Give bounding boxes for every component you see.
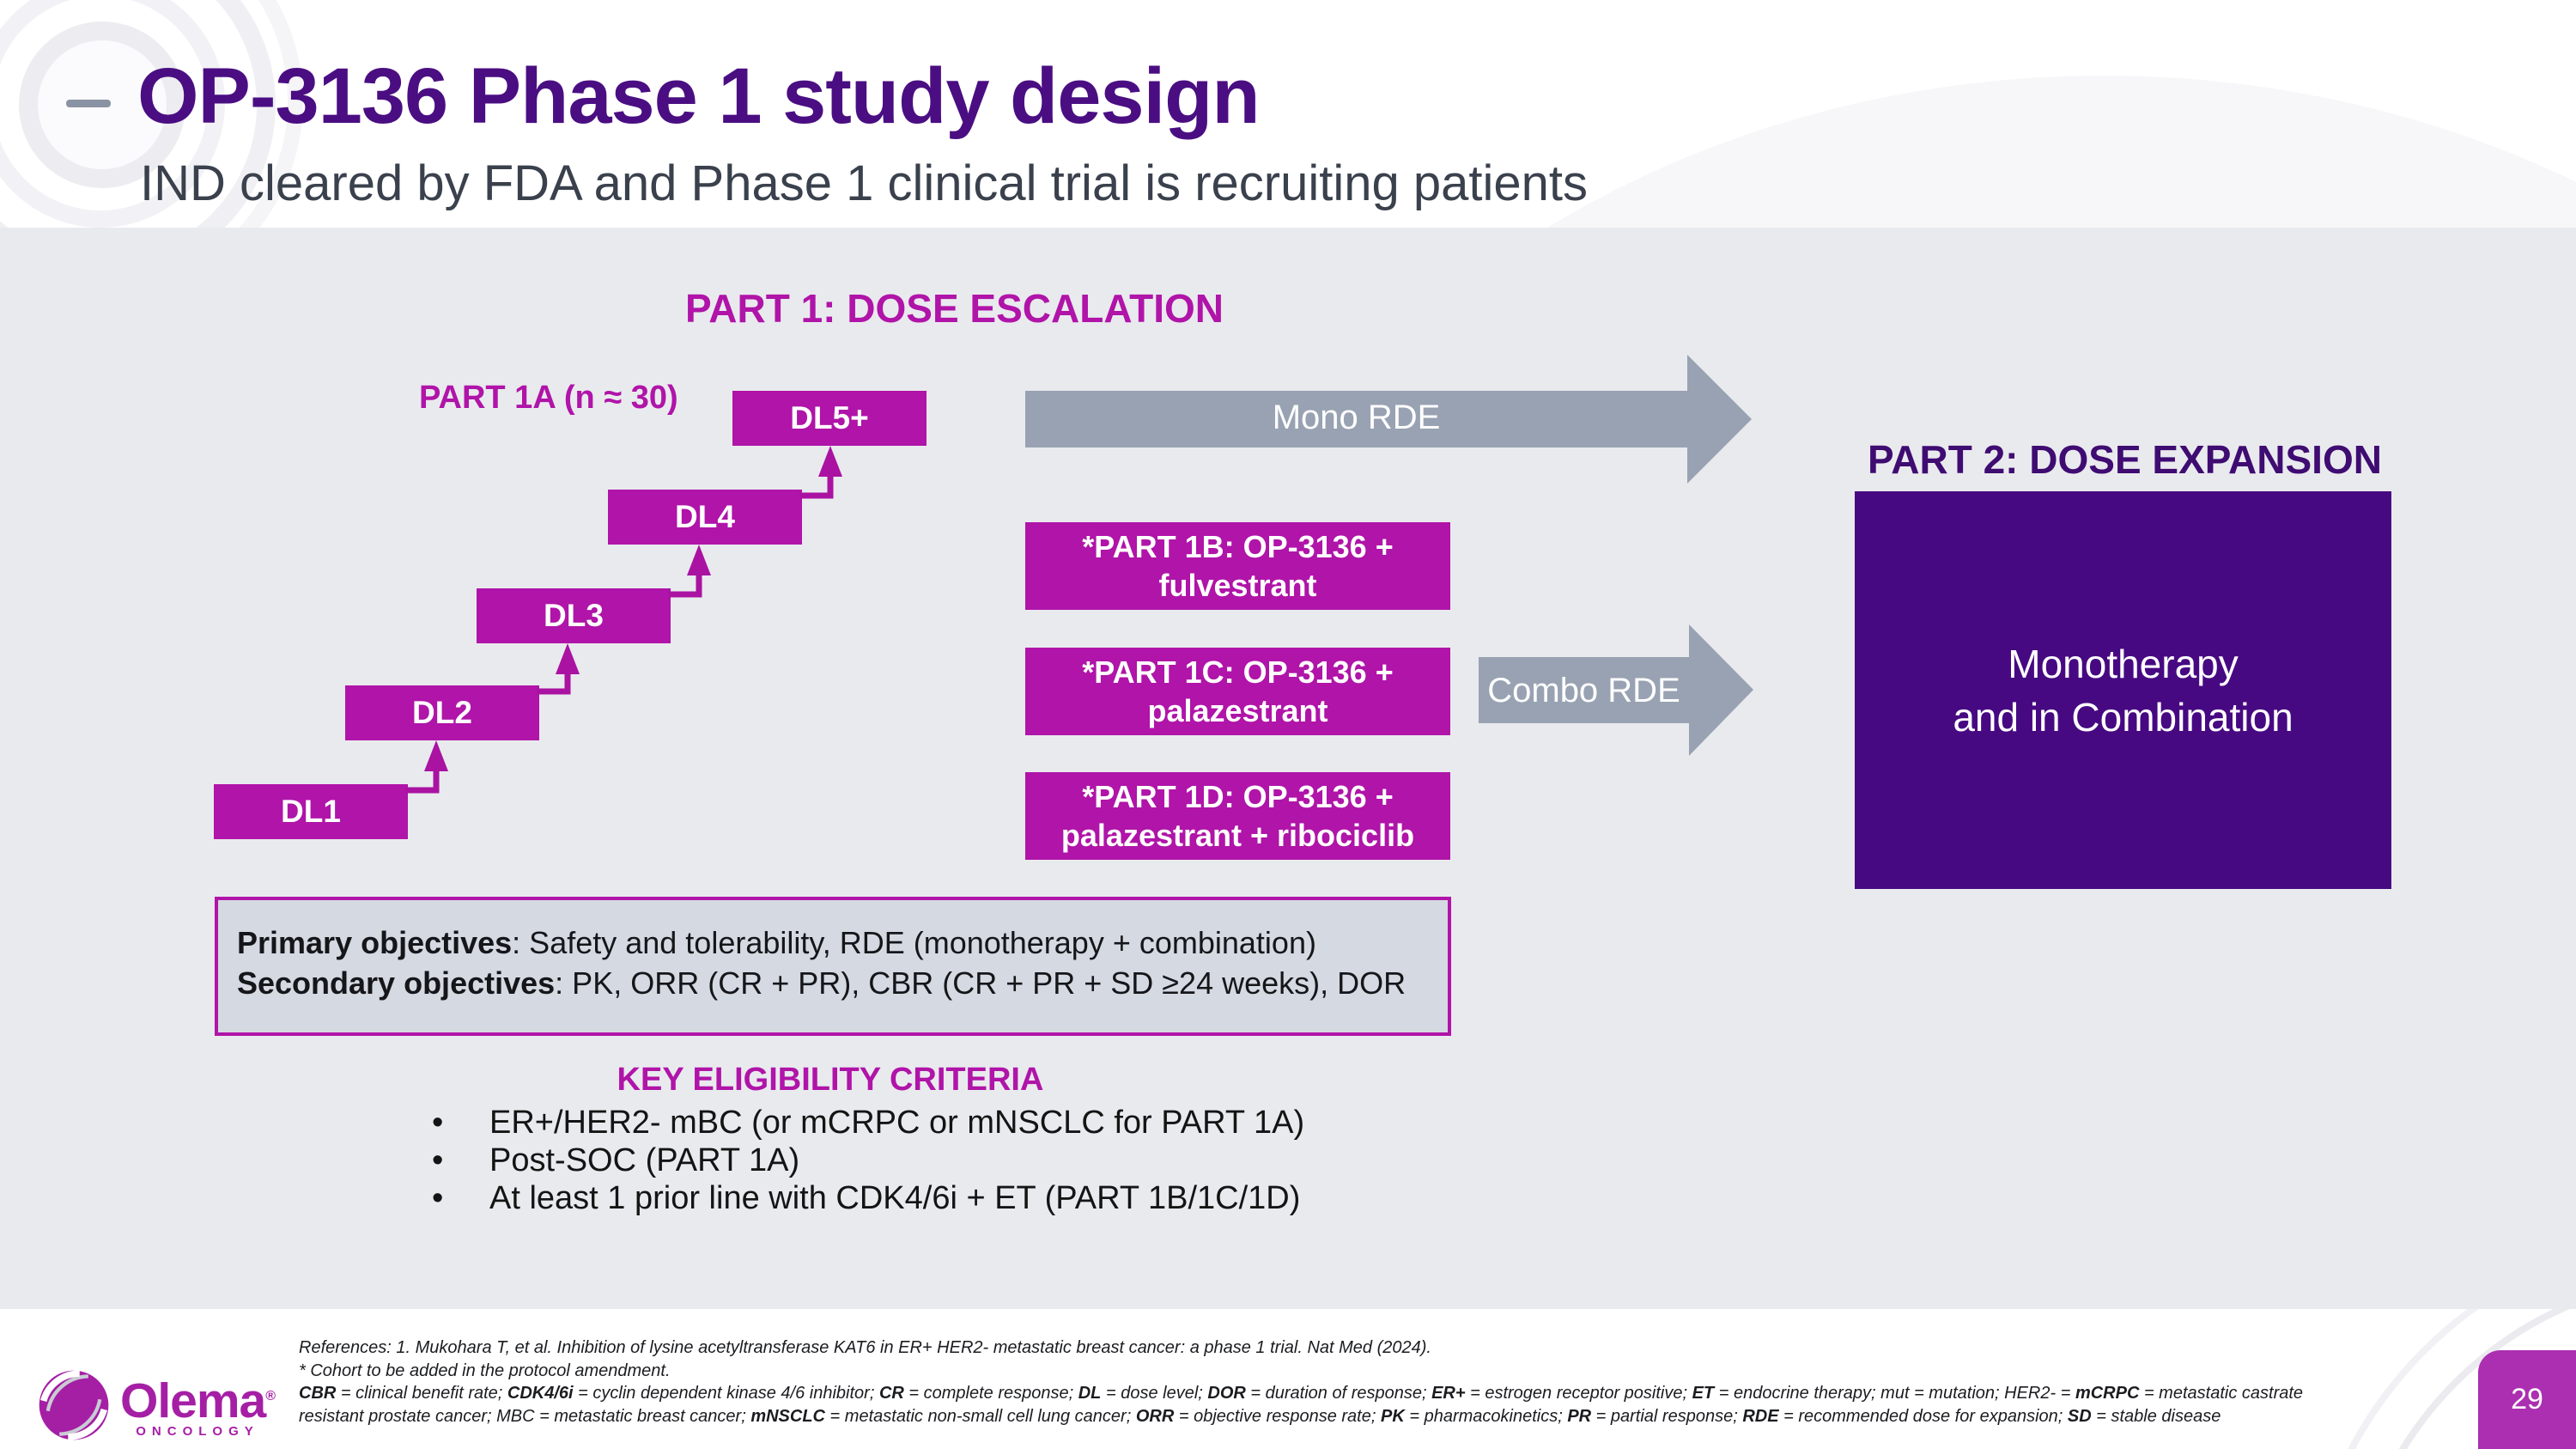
footnote-references: References: 1. Mukohara T, et al. Inhibi…: [299, 1338, 1431, 1357]
part1d-box: *PART 1D: OP-3136 + palazestrant + riboc…: [1025, 772, 1450, 860]
part2-box-line1: Monotherapy: [2008, 641, 2239, 686]
part1b-line1: *PART 1B: OP-3136 +: [1082, 529, 1394, 564]
mono-rde-label: Mono RDE: [1272, 399, 1441, 436]
secondary-objectives: Secondary objectives: PK, ORR (CR + PR),…: [237, 965, 1406, 1001]
part2-heading: PART 2: DOSE EXPANSION: [1868, 437, 2382, 482]
olema-logo-icon: [39, 1370, 109, 1440]
dose-level-box: DL1: [214, 784, 408, 839]
part1b-line2: fulvestrant: [1158, 568, 1317, 603]
footnote-cohort: * Cohort to be added in the protocol ame…: [299, 1361, 671, 1380]
eligibility-bullet: At least 1 prior line with CDK4/6i + ET …: [432, 1180, 1300, 1217]
page-title: OP-3136 Phase 1 study design: [137, 52, 1261, 140]
dose-level-box: DL2: [345, 685, 539, 740]
eligibility-heading: KEY ELIGIBILITY CRITERIA: [617, 1062, 1044, 1098]
part2-box-line2: and in Combination: [1953, 694, 2293, 740]
olema-logo: Olema® ONCOLOGY: [38, 1369, 276, 1441]
olema-logo-text: Olema® ONCOLOGY: [120, 1372, 276, 1439]
part1c-line2: palazestrant: [1147, 693, 1328, 728]
part1c-box: *PART 1C: OP-3136 + palazestrant: [1025, 648, 1450, 735]
olema-wordmark: Olema®: [120, 1373, 276, 1428]
dose-level-box: DL4: [608, 490, 802, 545]
title-dash-decoration: [66, 100, 111, 107]
dose-level-box: DL3: [477, 588, 671, 643]
eligibility-bullet: Post-SOC (PART 1A): [432, 1142, 799, 1179]
objectives-box: Primary objectives: Safety and tolerabil…: [215, 897, 1451, 1036]
part1c-line1: *PART 1C: OP-3136 +: [1082, 654, 1394, 690]
footer-band: [0, 1309, 2576, 1449]
dose-level-box: DL5+: [732, 391, 927, 446]
part1b-box: *PART 1B: OP-3136 + fulvestrant: [1025, 522, 1450, 610]
combo-rde-label: Combo RDE: [1487, 672, 1680, 709]
page-number: 29: [2511, 1383, 2543, 1416]
page-number-badge: 29: [2478, 1350, 2576, 1449]
part1d-line2: palazestrant + ribociclib: [1060, 818, 1415, 853]
primary-objectives: Primary objectives: Safety and tolerabil…: [237, 925, 1316, 960]
part2-expansion-box: Monotherapy and in Combination: [1855, 491, 2391, 889]
olema-oncology-label: ONCOLOGY: [136, 1424, 259, 1439]
eligibility-bullet: ER+/HER2- mBC (or mCRPC or mNSCLC for PA…: [432, 1105, 1304, 1142]
part1d-line1: *PART 1D: OP-3136 +: [1082, 779, 1394, 814]
part1a-cohort-label: PART 1A (n ≈ 30): [419, 380, 678, 416]
footnote-abbreviations-1: CBR = clinical benefit rate; CDK4/6i = c…: [299, 1384, 2304, 1403]
footnotes: References: 1. Mukohara T, et al. Inhibi…: [299, 1336, 2303, 1428]
top-band: [0, 0, 2576, 228]
registered-mark: ®: [265, 1389, 276, 1403]
page-subtitle: IND cleared by FDA and Phase 1 clinical …: [140, 155, 1588, 211]
part1-heading: PART 1: DOSE ESCALATION: [685, 286, 1224, 331]
footnote-abbreviations-2: resistant prostate cancer; MBC = metasta…: [299, 1406, 2221, 1426]
